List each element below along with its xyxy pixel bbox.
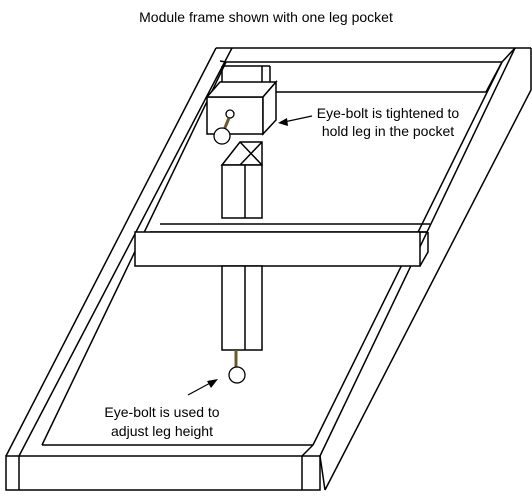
top-callout-line1: Eye-bolt is tightened to bbox=[317, 105, 460, 121]
bottom-callout-line2: adjust leg height bbox=[111, 423, 213, 439]
middle-cross-brace bbox=[134, 223, 430, 267]
front-end-rail bbox=[5, 444, 326, 491]
bottom-callout-line1: Eye-bolt is used to bbox=[104, 404, 219, 420]
top-callout: Eye-bolt is tightened to hold leg in the… bbox=[278, 105, 459, 139]
left-side-rail bbox=[5, 47, 233, 457]
leg-pocket bbox=[205, 65, 278, 136]
lower-eye-bolt bbox=[228, 350, 246, 384]
leg bbox=[220, 141, 263, 351]
back-end-rail bbox=[226, 47, 515, 93]
top-callout-line2: hold leg in the pocket bbox=[322, 123, 454, 139]
frame bbox=[5, 47, 532, 491]
upper-eye-bolt bbox=[213, 109, 235, 145]
bottom-callout: Eye-bolt is used to adjust leg height bbox=[104, 379, 220, 439]
diagram-title: Module frame shown with one leg pocket bbox=[139, 9, 393, 25]
